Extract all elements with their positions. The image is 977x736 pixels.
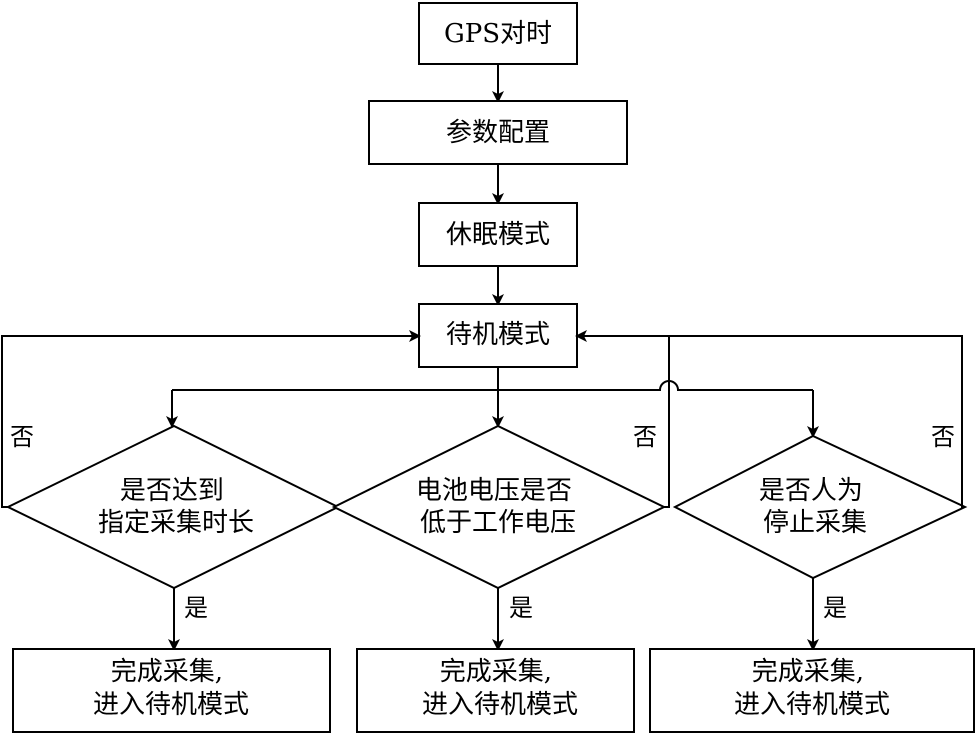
result-left-label: 完成采集, 进入待机模式 <box>93 657 249 720</box>
no-loop-middle <box>575 330 670 508</box>
decision-duration-label: 是否达到 指定采集时长 <box>98 476 254 538</box>
decision-manual-label: 是否人为 停止采集 <box>759 476 871 538</box>
result-right-label: 完成采集, 进入待机模式 <box>734 657 890 720</box>
decision-voltage-diamond <box>331 424 667 590</box>
yes-label-left: 是 <box>184 594 208 622</box>
no-label-left: 否 <box>10 423 34 451</box>
yes-label-right: 是 <box>823 594 847 622</box>
no-loop-left <box>1 330 421 508</box>
gps-sync-box <box>418 2 578 65</box>
standby-mode-label: 待机模式 <box>446 320 550 350</box>
gps-sync-label: GPS对时 <box>444 19 552 49</box>
result-left-box <box>12 648 331 733</box>
param-config-box <box>368 100 628 165</box>
no-label-middle: 否 <box>633 423 657 451</box>
decision-voltage-label: 电池电压是否 低于工作电压 <box>416 476 580 538</box>
decision-duration-diamond <box>5 424 341 590</box>
result-middle-box <box>356 648 635 733</box>
param-config-label: 参数配置 <box>446 118 550 148</box>
no-label-right: 否 <box>931 423 955 451</box>
result-middle-label: 完成采集, 进入待机模式 <box>422 657 578 720</box>
sleep-mode-box <box>418 202 578 267</box>
decision-manual-diamond <box>672 434 968 580</box>
no-loop-right <box>669 335 965 508</box>
yes-label-middle: 是 <box>509 594 533 622</box>
bus-line <box>172 380 813 391</box>
sleep-mode-label: 休眠模式 <box>446 220 550 250</box>
result-right-box <box>649 648 975 733</box>
